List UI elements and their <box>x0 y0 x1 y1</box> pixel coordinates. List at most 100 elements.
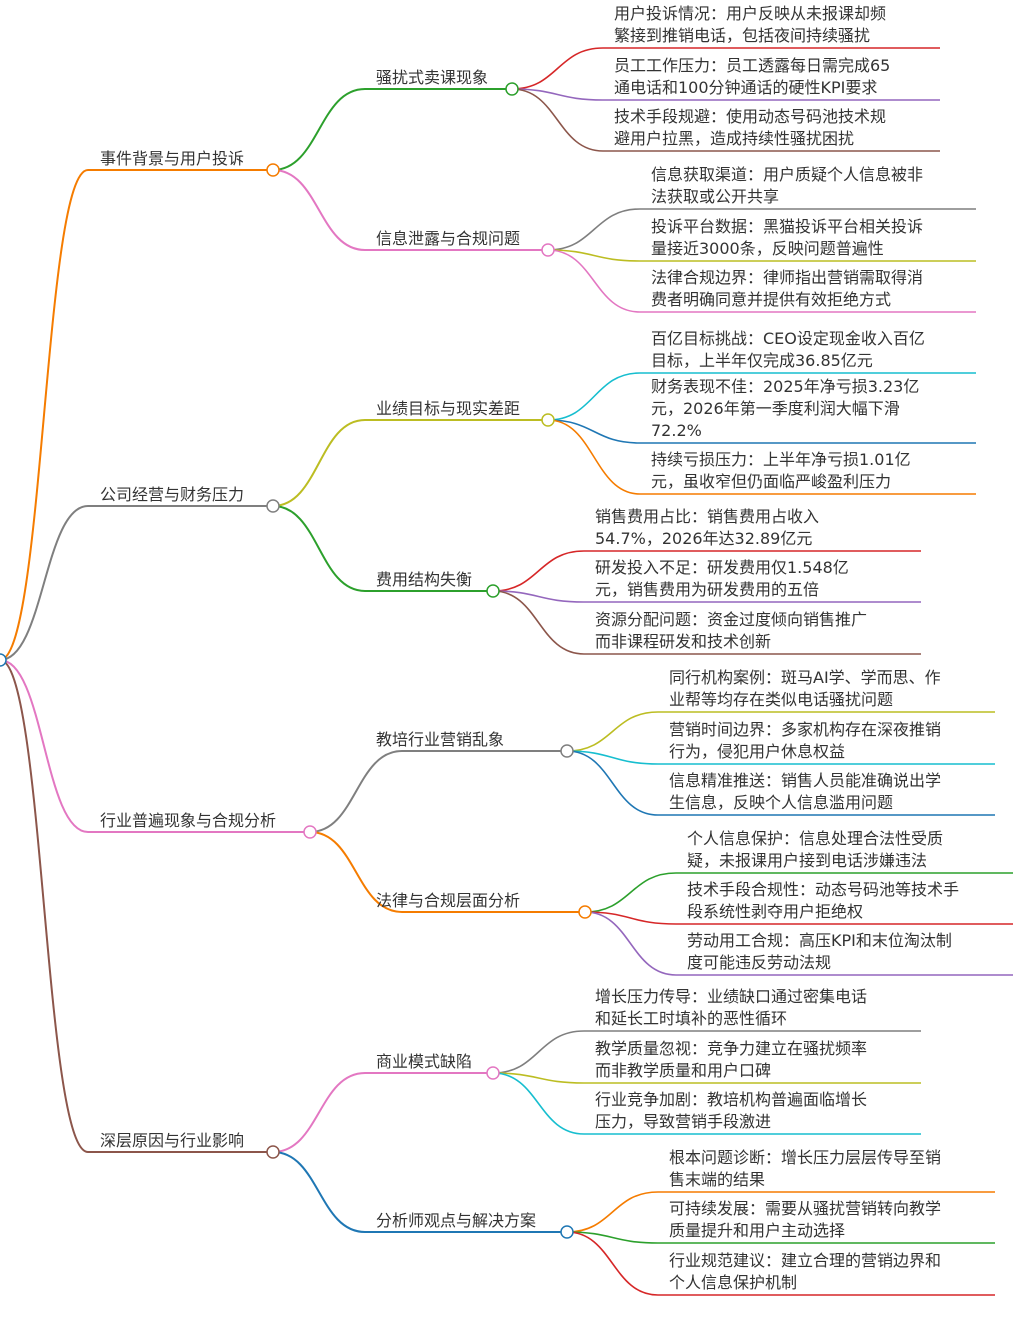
leaf-text-line: 72.2% <box>651 421 702 440</box>
leaf-connector <box>584 911 677 925</box>
leaf-connector <box>492 550 585 592</box>
leaf-text-line: 繁接到推销电话，包括夜间持续骚扰 <box>614 26 870 45</box>
branch-label: 法律与合规层面分析 <box>376 891 520 910</box>
leaf-text-line: 和延长工时填补的恶性循环 <box>595 1009 787 1028</box>
leaf-text-line: 费者明确同意并提供有效拒绝方式 <box>651 290 891 309</box>
branch-label: 费用结构失衡 <box>376 570 472 589</box>
topic-label: 公司经营与财务压力 <box>100 485 244 504</box>
leaf-text-line: 信息精准推送：销售人员能准确说出学 <box>669 771 941 790</box>
branch-node[interactable] <box>560 744 574 758</box>
leaf-text-line: 通电话和100分钟通话的硬性KPI要求 <box>614 78 877 97</box>
leaf-text-line: 而非课程研发和技术创新 <box>595 632 771 651</box>
leaf-text-line: 教学质量忽视：竞争力建立在骚扰频率 <box>595 1039 867 1058</box>
branch-connector <box>309 750 403 833</box>
leaf-text-line: 销售费用占比：销售费用占收入 <box>595 507 819 526</box>
leaf-text-line: 百亿目标挑战：CEO设定现金收入百亿 <box>651 329 925 348</box>
topic-connector <box>0 169 89 661</box>
branch-node[interactable] <box>560 1225 574 1239</box>
root-node[interactable] <box>0 653 7 667</box>
branch-label: 信息泄露与合规问题 <box>376 229 520 248</box>
leaf-text-line: 行业竞争加剧：教培机构普遍面临增长 <box>595 1090 867 1109</box>
leaf-text-line: 增长压力传导：业绩缺口通过密集电话 <box>595 987 867 1006</box>
leaf-connector <box>492 1072 585 1084</box>
leaf-connector <box>511 88 604 101</box>
label-layer: 事件背景与用户投诉骚扰式卖课现象用户投诉情况：用户反映从未报课却频繁接到推销电话… <box>100 4 959 1292</box>
leaf-text-line: 元，虽收窄但仍面临严峻盈利压力 <box>651 472 891 491</box>
leaf-text-line: 个人信息保护机制 <box>669 1273 797 1292</box>
leaf-connector <box>547 419 641 495</box>
leaf-connector <box>566 711 659 752</box>
branch-connector <box>272 419 366 507</box>
leaf-text-line: 量接近3000条，反映问题普遍性 <box>651 239 884 258</box>
branch-label: 业绩目标与现实差距 <box>376 399 520 418</box>
leaf-text-line: 行为，侵犯用户休息权益 <box>669 742 845 761</box>
leaf-text-line: 根本问题诊断：增长压力层层传导至销 <box>669 1148 941 1167</box>
leaf-text-line: 资源分配问题：资金过度倾向销售推广 <box>595 610 867 629</box>
leaf-text-line: 法获取或公开共享 <box>651 187 779 206</box>
leaf-text-line: 元，2026年第一季度利润大幅下滑 <box>651 399 900 418</box>
leaf-connector <box>492 1030 585 1074</box>
leaf-text-line: 用户投诉情况：用户反映从未报课却频 <box>614 4 886 23</box>
leaf-connector <box>566 750 659 816</box>
leaf-text-line: 元，销售费用为研发费用的五倍 <box>595 580 819 599</box>
branch-connector <box>272 1072 366 1153</box>
leaf-text-line: 法律合规边界：律师指出营销需取得消 <box>651 268 923 287</box>
leaf-connector <box>492 1072 585 1135</box>
leaf-text-line: 技术手段合规性：动态号码池等技术手 <box>687 880 959 899</box>
branch-node[interactable] <box>541 243 555 257</box>
leaf-text-line: 质量提升和用户主动选择 <box>669 1221 845 1240</box>
topic-node[interactable] <box>266 499 280 513</box>
leaf-text-line: 售末端的结果 <box>669 1170 765 1189</box>
leaf-connector <box>584 911 677 976</box>
leaf-text-line: 营销时间边界：多家机构存在深夜推销 <box>669 720 941 739</box>
connector-layer <box>0 47 1013 1296</box>
leaf-text-line: 段系统性剥夺用户拒绝权 <box>687 902 863 921</box>
topic-label: 事件背景与用户投诉 <box>100 149 244 168</box>
leaf-connector <box>511 88 604 152</box>
leaf-connector <box>547 208 641 251</box>
leaf-text-line: 劳动用工合规：高压KPI和末位淘汰制 <box>687 931 952 950</box>
branch-connector <box>272 1151 366 1233</box>
branch-node[interactable] <box>486 584 500 598</box>
leaf-text-line: 疑，未报课用户接到电话涉嫌违法 <box>687 851 927 870</box>
leaf-text-line: 同行机构案例：斑马AI学、学而思、作 <box>669 668 941 687</box>
leaf-connector <box>566 1191 659 1233</box>
leaf-connector <box>566 1231 659 1244</box>
leaf-connector <box>547 249 641 262</box>
topic-node[interactable] <box>266 1145 280 1159</box>
leaf-connector <box>584 872 677 913</box>
topic-node[interactable] <box>266 163 280 177</box>
branch-connector <box>309 831 403 913</box>
branch-node[interactable] <box>486 1066 500 1080</box>
leaf-text-line: 54.7%，2026年达32.89亿元 <box>595 529 812 548</box>
leaf-connector <box>566 750 659 765</box>
leaf-text-line: 可持续发展：需要从骚扰营销转向教学 <box>669 1199 941 1218</box>
leaf-text-line: 投诉平台数据：黑猫投诉平台相关投诉 <box>651 217 923 236</box>
branch-connector <box>272 169 366 251</box>
leaf-text-line: 持续亏损压力：上半年净亏损1.01亿 <box>651 450 911 469</box>
topic-connector <box>0 505 89 661</box>
leaf-text-line: 业帮等均存在类似电话骚扰问题 <box>669 690 893 709</box>
leaf-connector <box>566 1231 659 1296</box>
branch-node[interactable] <box>578 905 592 919</box>
leaf-connector <box>547 249 641 313</box>
leaf-text-line: 压力，导致营销手段激进 <box>595 1112 771 1131</box>
leaf-text-line: 目标，上半年仅完成36.85亿元 <box>651 351 873 370</box>
leaf-connector <box>492 590 585 655</box>
leaf-text-line: 行业规范建议：建立合理的营销边界和 <box>669 1251 941 1270</box>
branch-node[interactable] <box>541 413 555 427</box>
leaf-text-line: 避用户拉黑，造成持续性骚扰困扰 <box>614 129 854 148</box>
leaf-text-line: 生信息，反映个人信息滥用问题 <box>669 793 893 812</box>
branch-connector <box>272 88 366 171</box>
leaf-text-line: 信息获取渠道：用户质疑个人信息被非 <box>651 165 923 184</box>
topic-node[interactable] <box>303 825 317 839</box>
leaf-text-line: 而非教学质量和用户口碑 <box>595 1061 771 1080</box>
branch-node[interactable] <box>505 82 519 96</box>
leaf-connector <box>547 372 641 421</box>
topic-connector <box>0 659 89 1153</box>
leaf-text-line: 技术手段规避：使用动态号码池技术规 <box>614 107 886 126</box>
leaf-connector <box>547 419 641 444</box>
topic-label: 深层原因与行业影响 <box>100 1131 244 1150</box>
branch-label: 分析师观点与解决方案 <box>376 1211 536 1230</box>
